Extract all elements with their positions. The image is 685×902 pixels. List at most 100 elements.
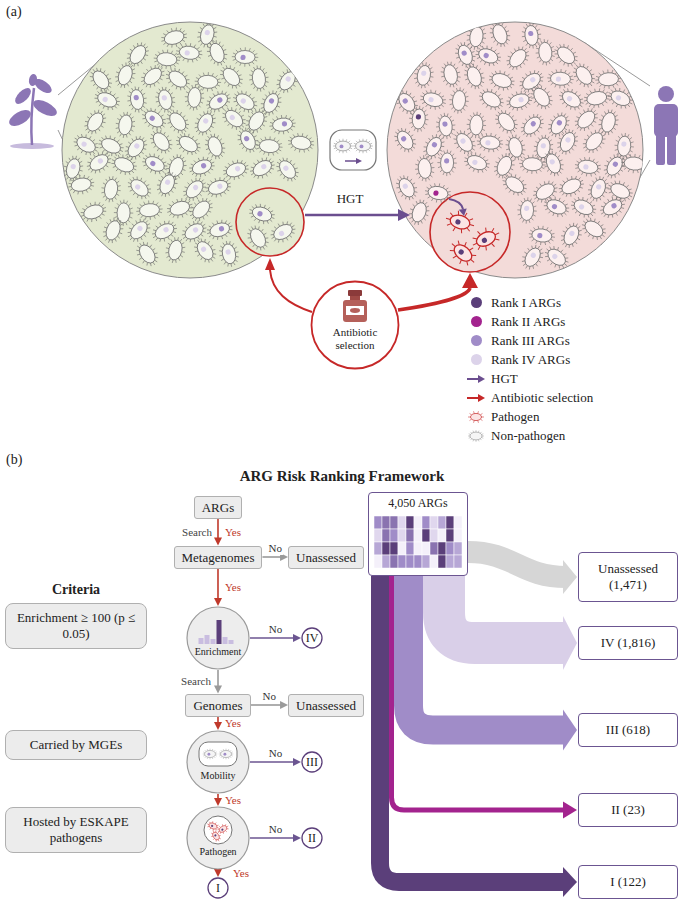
cell-hair [264,115,267,118]
cell-body [157,172,177,196]
cell [491,106,523,139]
cell-hair [156,127,159,130]
cell-hair [560,69,561,72]
cell-hair [226,241,228,244]
cell-body [176,133,200,155]
cell-hair [172,84,174,86]
cell-hair [533,70,536,73]
cell-hair [575,91,577,94]
cell-hair [249,63,250,66]
cell-hair [493,149,495,152]
cell-hair [159,239,162,242]
cell-hair [457,146,460,148]
cell-hair [107,155,110,157]
cell-body [70,176,92,192]
cell-hair [566,105,568,108]
cell-hair [464,74,467,76]
cell-hair [564,128,567,130]
cell-hair [598,105,600,108]
cell-hair [564,114,566,117]
cell [461,61,488,93]
cell-hair [219,255,222,257]
cell-hair [469,132,471,134]
cell-hair [167,164,170,165]
cell-hair [279,146,282,147]
cell [595,69,623,90]
gene-dot [540,143,546,149]
cell-hair [499,70,501,73]
cell-hair [246,123,249,126]
cell-hair [79,175,81,178]
cell [114,110,137,139]
cell-hair [412,96,415,98]
cell-hair [177,137,180,139]
cell-hair [265,81,268,83]
cell-hair [170,66,171,69]
cell-hair [146,220,148,222]
cell-body [600,111,618,134]
cell-hair [128,220,130,222]
cell [203,37,230,69]
cell-hair [464,92,466,94]
cell-body [194,239,216,263]
cell-hair [486,105,488,108]
cell-hair [476,51,479,52]
cell-body [182,221,206,243]
cell-hair [205,144,208,146]
cell-hair [294,177,296,180]
cell [604,84,636,113]
cell-hair [480,92,483,94]
cell-body [84,110,106,134]
cell-body [198,23,216,46]
cell-hair [407,149,410,152]
gene-dot [81,141,88,148]
cell-hair [197,36,200,38]
cell-hair [534,101,537,103]
cell-hair [240,91,243,94]
cell-hair [208,200,210,202]
cell-hair [478,24,480,27]
cell-hair [117,190,120,191]
cell-body [90,68,112,92]
cell-hair [101,192,104,194]
cell-hair [454,138,457,141]
cell-hair [471,51,474,52]
cell-hair [153,131,155,134]
cell-hair [158,171,161,174]
cell-hair [224,81,226,83]
cell-hair [573,71,576,74]
cell [138,103,171,134]
cell-hair [482,129,485,130]
cell-hair [470,64,471,67]
cell-body [190,198,213,221]
cell-hair [511,116,513,118]
cell-hair [153,236,156,238]
cell-hair [290,178,293,181]
cell-hair [132,73,135,75]
cell-hair [164,194,166,197]
cell-body [560,88,584,110]
gene-dot [204,29,210,35]
cell-hair [536,48,539,49]
cell-hair [236,256,239,258]
cell-hair [155,96,158,98]
cell [190,107,220,139]
cell-hair [235,251,238,253]
cell-hair [260,138,262,140]
cell-hair [573,107,576,110]
cell [175,41,204,64]
cell-hair [489,76,492,77]
cell-hair [81,150,83,153]
cell-hair [471,26,474,29]
cell-hair [240,63,241,66]
cell-hair [236,50,238,52]
gene-dot [218,226,224,232]
cell-hair [211,162,214,163]
cell-hair [467,35,470,37]
gene-dot [217,183,224,190]
cell-hair [96,68,99,71]
cell-hair [567,84,569,86]
cell-hair [456,57,459,58]
cell-hair [428,155,430,158]
cell-hair [123,223,124,226]
